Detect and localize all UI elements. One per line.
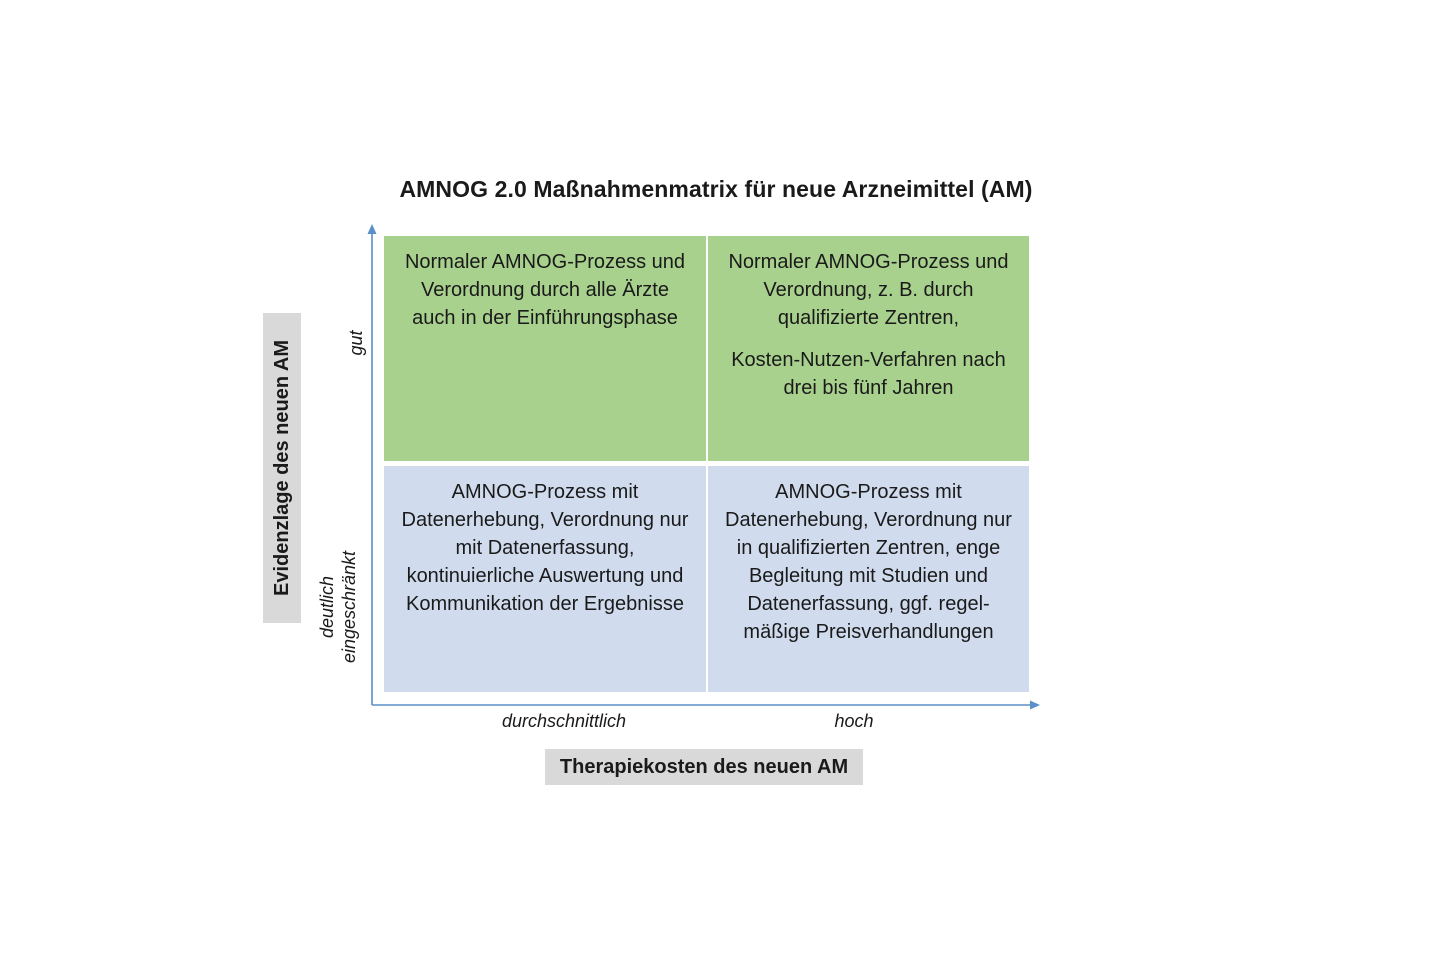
x-axis-title: Therapiekosten des neuen AM: [545, 749, 863, 785]
diagram-title: AMNOG 2.0 Maßnahmenmatrix für neue Arzne…: [399, 176, 1033, 202]
cell-text: AMNOG-Prozess mit Datenerhebung, Verordn…: [725, 481, 1012, 643]
y-axis-title: Evidenzlage des neuen AM: [263, 313, 301, 623]
y-tick-good: gut: [346, 330, 366, 356]
cell-limited-evidence-average-cost: AMNOG-Prozess mit Datenerhebung, Verordn…: [384, 466, 706, 692]
cell-text: Normaler AMNOG-Prozess und Verordnung du…: [404, 251, 686, 329]
cell-text: Kosten-Nutzen-Verfahren nach drei bis fü…: [731, 349, 1006, 399]
cell-good-evidence-high-cost: Normaler AMNOG-Prozess und Verordnung, z…: [708, 236, 1029, 461]
y-tick-limited: deutlich eingeschränkt: [316, 532, 364, 682]
y-tick-limited-line2: eingeschränkt: [339, 550, 359, 664]
cell-good-evidence-average-cost: Normaler AMNOG-Prozess und Verordnung du…: [384, 236, 706, 461]
y-tick-limited-line1: deutlich: [317, 575, 337, 639]
cell-text: Normaler AMNOG-Prozess und Verordnung, z…: [728, 251, 1009, 329]
x-axis-arrow-icon: [1030, 700, 1040, 710]
x-tick-high: hoch: [834, 711, 874, 731]
cell-limited-evidence-high-cost: AMNOG-Prozess mit Datenerhebung, Verordn…: [708, 466, 1029, 692]
cell-text: AMNOG-Prozess mit Datenerhebung, Verordn…: [401, 481, 689, 615]
y-axis-arrow-icon: [367, 224, 377, 234]
x-tick-average: durchschnittlich: [501, 711, 627, 731]
